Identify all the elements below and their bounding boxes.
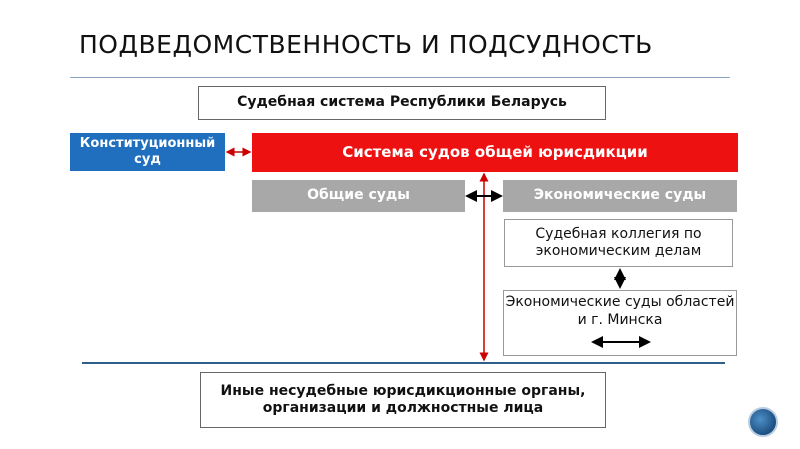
box-economic-courts: Экономические суды	[503, 180, 737, 212]
box-constitutional-court: Конституционный суд	[70, 133, 225, 171]
box-regional-economic-courts: Экономические суды областей и г. Минска	[503, 290, 737, 356]
page-title: ПОДВЕДОМСТВЕННОСТЬ И ПОДСУДНОСТЬ	[79, 30, 653, 59]
globe-icon[interactable]	[748, 407, 778, 437]
box-general-jurisdiction: Система судов общей юрисдикции	[252, 133, 738, 172]
box-general-courts: Общие суды	[252, 180, 465, 212]
title-divider	[70, 77, 730, 78]
box-economic-collegium: Судебная коллегия по экономическим делам	[504, 219, 733, 267]
box-other-bodies: Иные несудебные юрисдикционные органы, о…	[200, 372, 606, 428]
bottom-divider	[82, 362, 725, 364]
box-judicial-system: Судебная система Республики Беларусь	[198, 86, 606, 120]
